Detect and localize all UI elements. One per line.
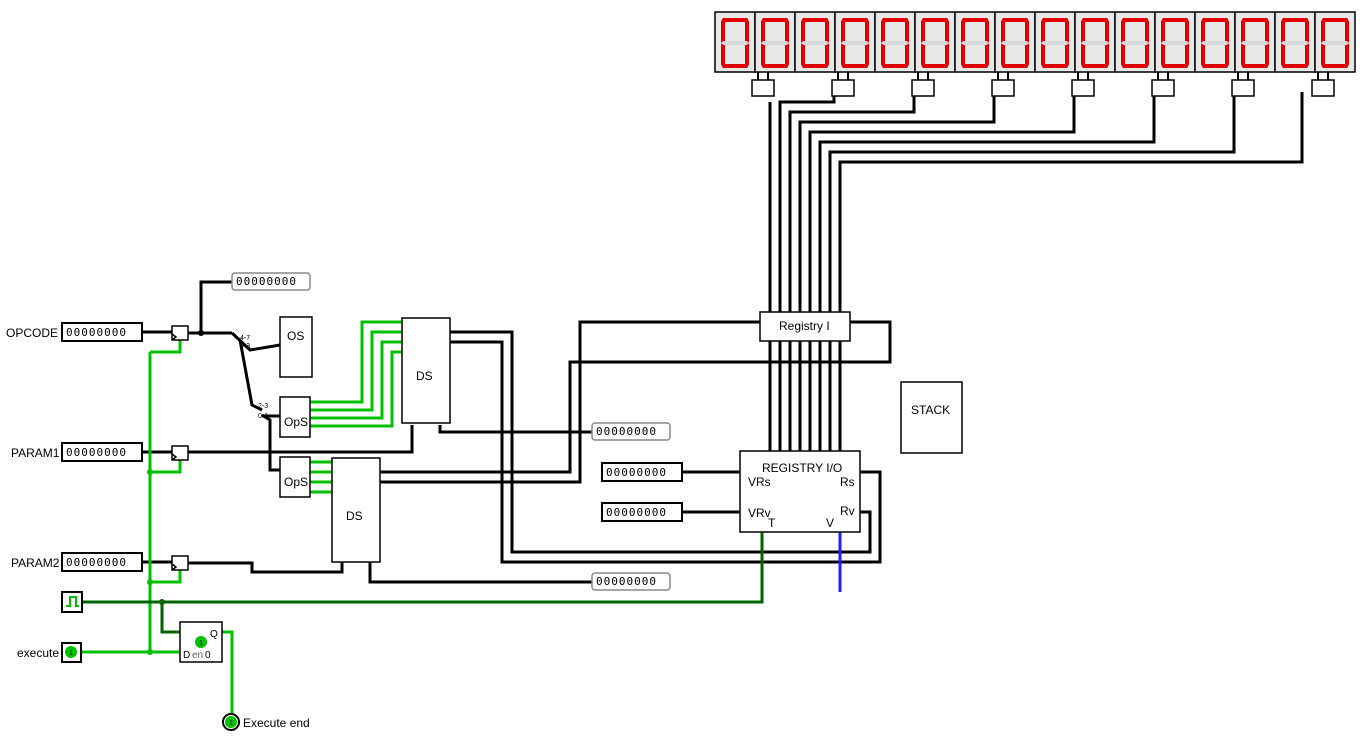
param2-input[interactable]: PARAM2 00000000: [11, 552, 143, 572]
splitter-label: 0-1: [258, 413, 268, 420]
port-v: V: [826, 516, 834, 530]
flipflop-d-label: D: [183, 650, 190, 661]
splitter-label: 4-7: [240, 335, 250, 342]
probe-middle-value: 00000000: [596, 425, 657, 438]
registry-io-component[interactable]: REGISTRY I/O VRs VRv T V Rs Rv: [739, 450, 861, 533]
vrs-input[interactable]: 00000000: [601, 462, 683, 482]
opcode-label: OPCODE: [6, 326, 58, 340]
param2-label: PARAM2: [11, 556, 60, 570]
display-digit: [834, 11, 876, 73]
port-vrv: VRv: [748, 506, 771, 520]
display-digit: [954, 11, 996, 73]
display-splitter: [831, 79, 855, 97]
execute-input[interactable]: execute 1: [17, 642, 82, 663]
black-wires: [142, 92, 1304, 584]
display-digit: [1034, 11, 1076, 73]
display-digit: [1074, 11, 1116, 73]
display-digit: [1154, 11, 1196, 73]
flipflop-q-label: Q: [210, 629, 218, 640]
execute-end-value: 1: [229, 720, 233, 727]
execute-end-output: 1 Execute end: [222, 713, 310, 731]
execute-value: 1: [69, 650, 73, 657]
ops-component-2[interactable]: OpS: [279, 456, 311, 498]
flipflop-value: 1: [199, 640, 203, 647]
stack-component[interactable]: STACK: [900, 381, 963, 454]
param1-input[interactable]: PARAM1 00000000: [11, 442, 143, 462]
display-splitter: [751, 79, 775, 97]
display-digit: [1234, 11, 1276, 73]
port-vrs: VRs: [748, 475, 771, 489]
probe-bottom-value: 00000000: [596, 575, 657, 588]
display-splitter: [911, 79, 935, 97]
splitter-label: 2-3: [258, 403, 268, 410]
clock-input[interactable]: [61, 591, 83, 613]
port-t: T: [768, 516, 776, 530]
vrv-input-value: 00000000: [606, 506, 667, 519]
opcode-input[interactable]: OPCODE 00000000: [6, 322, 143, 342]
display-digit: [1194, 11, 1236, 73]
register-opcode[interactable]: [171, 325, 189, 341]
display-digit: [1314, 11, 1356, 73]
ds-label: DS: [346, 509, 363, 523]
display-digit: [1274, 11, 1316, 73]
register-param1[interactable]: [171, 445, 189, 461]
os-component[interactable]: OS: [279, 316, 313, 378]
display-digit: [714, 11, 756, 73]
probe-top: 00000000: [231, 272, 311, 291]
port-rs: Rs: [840, 475, 855, 489]
flipflop-en-label: en: [192, 650, 203, 661]
registry-label: Registry I: [779, 319, 830, 333]
ops-label: OpS: [284, 415, 308, 429]
execute-label: execute: [17, 646, 59, 660]
probe-middle: 00000000: [591, 422, 671, 441]
display-digit: [754, 11, 796, 73]
os-label: OS: [287, 329, 304, 343]
vrs-input-value: 00000000: [606, 466, 667, 479]
param2-value: 00000000: [66, 556, 127, 569]
display-digit: [874, 11, 916, 73]
display-digit: [1114, 11, 1156, 73]
display-splitter: [991, 79, 1015, 97]
stack-label: STACK: [911, 403, 950, 417]
param1-value: 00000000: [66, 446, 127, 459]
display-digit: [914, 11, 956, 73]
probe-top-value: 00000000: [236, 275, 297, 288]
execute-end-label: Execute end: [243, 716, 310, 730]
clock-wires: [82, 530, 764, 634]
probe-bottom: 00000000: [591, 572, 671, 591]
display-digit: [994, 11, 1036, 73]
display-splitter: [1231, 79, 1255, 97]
param1-label: PARAM1: [11, 446, 60, 460]
registry-component[interactable]: Registry I: [759, 311, 851, 342]
display-splitter: [1311, 79, 1335, 97]
display-digit: [794, 11, 836, 73]
registry-bus: [768, 92, 1304, 452]
ds-component-2[interactable]: DS: [331, 457, 381, 563]
splitter-label: 0-3: [240, 343, 250, 350]
display-splitter: [1071, 79, 1095, 97]
seven-segment-displays: [714, 11, 1356, 97]
port-rv: Rv: [840, 504, 855, 518]
flip-flop[interactable]: 1 Q D en 0: [179, 621, 223, 663]
flipflop-state: 0: [205, 650, 211, 661]
registry-io-label: REGISTRY I/O: [762, 461, 842, 475]
active-wires: [82, 320, 402, 720]
register-param2[interactable]: [171, 555, 189, 571]
ds-label: DS: [416, 369, 433, 383]
ops-label: OpS: [284, 475, 308, 489]
ops-component-1[interactable]: OpS: [279, 396, 311, 438]
vrv-input[interactable]: 00000000: [601, 502, 683, 522]
ds-component-1[interactable]: DS: [401, 317, 451, 424]
opcode-value: 00000000: [66, 326, 127, 339]
display-splitter: [1151, 79, 1175, 97]
